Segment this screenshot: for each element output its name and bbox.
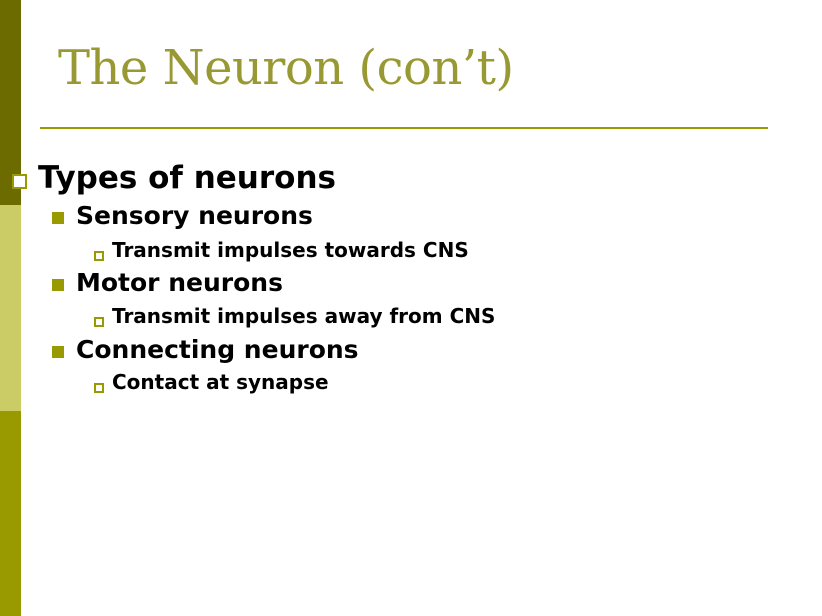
filled-square-bullet-icon [52, 346, 64, 358]
hollow-square-bullet-icon [12, 174, 27, 189]
hollow-square-bullet-icon [94, 251, 104, 261]
side-bar-dark-segment [0, 0, 21, 205]
slide-title: The Neuron (con’t) [58, 40, 514, 96]
side-bar-mid-segment [0, 411, 21, 616]
filled-square-bullet-icon [52, 279, 64, 291]
hollow-square-bullet-icon [94, 317, 104, 327]
hollow-square-bullet-icon [94, 383, 104, 393]
bullet-sensory-neurons: Sensory neurons [76, 201, 313, 230]
sub-bullet-contact-at-synapse: Contact at synapse [112, 370, 329, 394]
bullet-connecting-neurons: Connecting neurons [76, 335, 359, 364]
sub-bullet-transmit-towards-cns: Transmit impulses towards CNS [112, 238, 469, 262]
filled-square-bullet-icon [52, 212, 64, 224]
bullet-motor-neurons: Motor neurons [76, 268, 283, 297]
side-bar-light-segment [0, 205, 21, 411]
sub-bullet-transmit-away-from-cns: Transmit impulses away from CNS [112, 304, 496, 328]
bullet-level1-types-of-neurons: Types of neurons [38, 160, 336, 196]
title-underline [40, 127, 768, 129]
